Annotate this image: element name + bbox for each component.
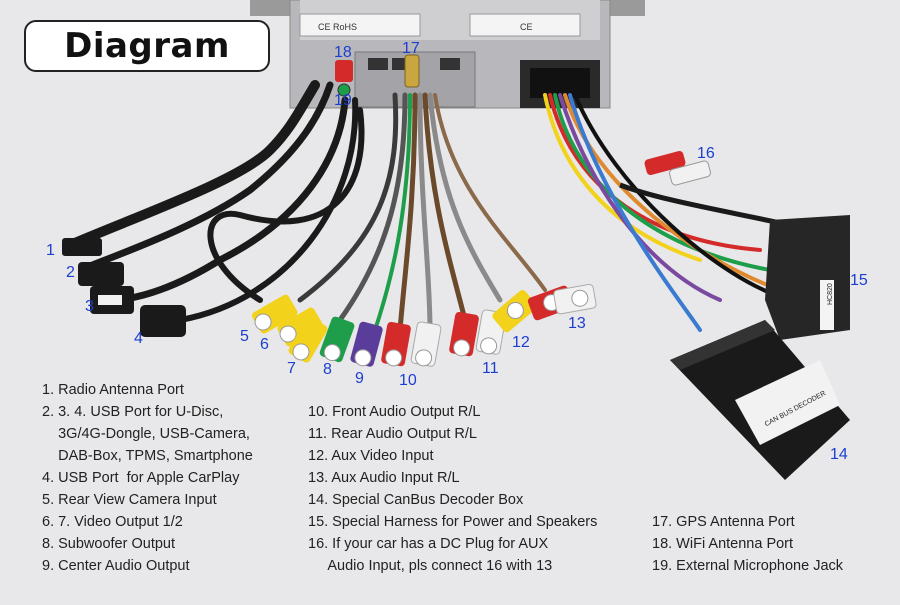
callout-3: 3 <box>85 298 94 315</box>
callout-2: 2 <box>66 264 75 281</box>
canbus-decoder-box: CAN BUS DECODER <box>670 320 850 480</box>
legend-item: 18. WiFi Antenna Port <box>652 536 794 552</box>
legend-item: 11. Rear Audio Output R/L <box>308 426 478 442</box>
usb-port-2 <box>78 262 124 286</box>
radio-antenna-cable <box>65 80 320 250</box>
callout-14: 14 <box>830 446 848 463</box>
legend-item: 8. Subwoofer Output <box>42 536 175 552</box>
callout-6: 6 <box>260 336 269 353</box>
callout-12: 12 <box>512 334 530 351</box>
legend-item: 14. Special CanBus Decoder Box <box>308 492 524 508</box>
rohs-sticker: CE RoHS <box>318 22 357 32</box>
legend-column-1: 1. Radio Antenna Port 2. 3. 4. USB Port … <box>42 379 253 577</box>
legend-item: Audio Input, pls connect 16 with 13 <box>308 558 553 574</box>
power-harness-wires <box>543 93 792 332</box>
callout-7: 7 <box>287 360 296 377</box>
callout-19: 19 <box>334 92 352 109</box>
callout-8: 8 <box>323 361 332 378</box>
legend-item: 12. Aux Video Input <box>308 448 434 464</box>
legend-item: 2. 3. 4. USB Port for U-Disc, <box>42 404 224 420</box>
legend-item: 3G/4G-Dongle, USB-Camera, <box>42 426 250 442</box>
legend-item: 1. Radio Antenna Port <box>42 382 184 398</box>
legend-column-2: 10. Front Audio Output R/L 11. Rear Audi… <box>308 401 597 577</box>
callout-16: 16 <box>697 145 715 162</box>
legend-item: 10. Front Audio Output R/L <box>308 404 481 420</box>
legend-column-3: 17. GPS Antenna Port 18. WiFi Antenna Po… <box>652 511 843 577</box>
gps-antenna-port <box>404 54 420 88</box>
callout-1: 1 <box>46 242 55 259</box>
legend-item: 13. Aux Audio Input R/L <box>308 470 460 486</box>
callout-18: 18 <box>334 44 352 61</box>
dc-plug-rca-16 <box>619 150 791 228</box>
radio-antenna-plug <box>62 238 102 256</box>
rca-cable-bundle <box>297 92 547 333</box>
legend-item: DAB-Box, TPMS, Smartphone <box>42 448 253 464</box>
legend-item: 6. 7. Video Output 1/2 <box>42 514 183 530</box>
legend-item: 9. Center Audio Output <box>42 558 190 574</box>
callout-17: 17 <box>402 40 420 57</box>
callout-13: 13 <box>568 315 586 332</box>
legend-item: 17. GPS Antenna Port <box>652 514 795 530</box>
diagram-title: Diagram <box>24 20 270 72</box>
wifi-antenna-port <box>335 60 353 82</box>
rca-connectors <box>251 283 597 367</box>
legend-item: 5. Rear View Camera Input <box>42 492 217 508</box>
legend-item: 16. If your car has a DC Plug for AUX <box>308 536 549 552</box>
harness-label: HC820 <box>827 283 834 305</box>
callout-15: 15 <box>850 272 868 289</box>
legend-item: 4. USB Port for Apple CarPlay <box>42 470 240 486</box>
callout-5: 5 <box>240 328 249 345</box>
callout-4: 4 <box>134 330 143 347</box>
callout-11: 11 <box>482 360 499 377</box>
harness-block: HC820 <box>765 215 850 340</box>
usb-port-4 <box>140 305 186 337</box>
legend-item: 19. External Microphone Jack <box>652 558 844 574</box>
ce-sticker: CE <box>520 22 533 32</box>
legend-item: 15. Special Harness for Power and Speake… <box>308 514 598 530</box>
mic-jack <box>337 83 351 97</box>
callout-10: 10 <box>399 372 417 389</box>
callout-9: 9 <box>355 370 364 387</box>
